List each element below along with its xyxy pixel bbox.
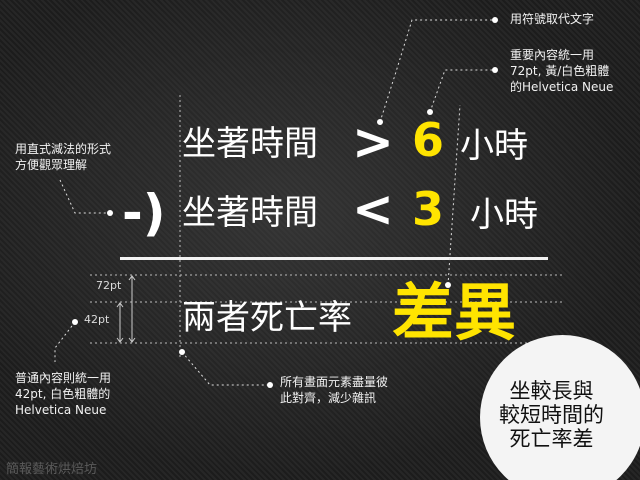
greater-than-symbol: > xyxy=(352,113,394,171)
summary-bubble: 坐較長與 較短時間的 死亡率差 xyxy=(480,335,640,480)
subtraction-note: 用直式減法的形式 方便觀眾理解 xyxy=(15,142,112,172)
minimal-note: 所有畫面元素盡量彼 此對齊，減少雜訊 xyxy=(280,375,389,405)
line1-text: 坐著時間 xyxy=(182,124,318,164)
line1-number: 6 xyxy=(412,113,445,167)
minimal-callout-line xyxy=(181,351,270,386)
line2-number: 3 xyxy=(412,182,445,236)
normal-callout-line xyxy=(54,321,76,362)
watermark: 簡報藝術烘焙坊 xyxy=(6,462,98,477)
line1-unit: 小時 xyxy=(460,126,528,166)
measure-72-label: 72pt xyxy=(96,279,122,292)
line2-unit: 小時 xyxy=(470,195,538,235)
measure-42-label: 42pt xyxy=(84,313,110,326)
line2-text: 坐著時間 xyxy=(182,193,318,233)
subtraction-callout-line xyxy=(59,179,110,214)
minus-operator: -) xyxy=(122,184,166,242)
result-highlight: 差異 xyxy=(392,276,517,349)
emphasis-note: 重要內容統一用 72pt, 黃/白色粗體 的Helvetica Neue xyxy=(510,48,614,94)
less-than-symbol: < xyxy=(352,180,394,238)
equation-divider xyxy=(120,257,548,260)
result-text: 兩者死亡率 xyxy=(182,298,352,338)
emphasis-callout-line xyxy=(429,69,495,113)
symbol-note: 用符號取代文字 xyxy=(510,12,595,26)
normal-note: 普通內容則統一用 42pt, 白色粗體的 Helvetica Neue xyxy=(15,371,112,417)
symbol-callout-line xyxy=(379,19,495,123)
